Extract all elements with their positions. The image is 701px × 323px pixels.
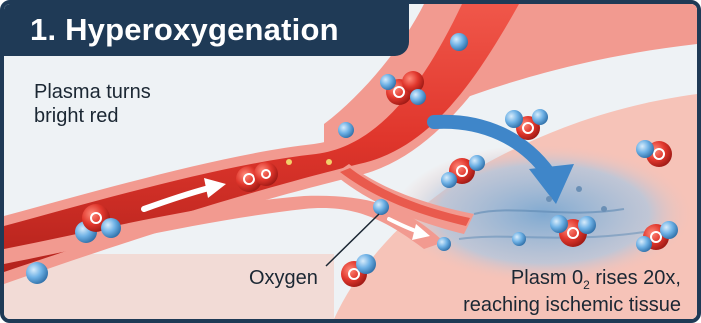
plasma-label: Plasma turns bright red	[34, 80, 234, 129]
plasma-label-line1: Plasma turns	[34, 81, 151, 103]
o2-rise-subscript: 2	[583, 278, 590, 292]
o2-rise-suffix: rises 20x,	[590, 267, 681, 289]
panel-title: 1. Hyperoxygenation	[30, 12, 339, 48]
title-bar: 1. Hyperoxygenation	[4, 4, 409, 56]
o2-rise-prefix: Plasm 0	[511, 267, 583, 289]
oxygen-label: Oxygen	[249, 266, 318, 290]
o2-rise-line2: reaching ischemic tissue	[463, 294, 681, 316]
plasma-label-line2: bright red	[34, 105, 119, 127]
o2-rise-label: Plasm 02 rises 20x, reaching ischemic ti…	[463, 266, 681, 317]
